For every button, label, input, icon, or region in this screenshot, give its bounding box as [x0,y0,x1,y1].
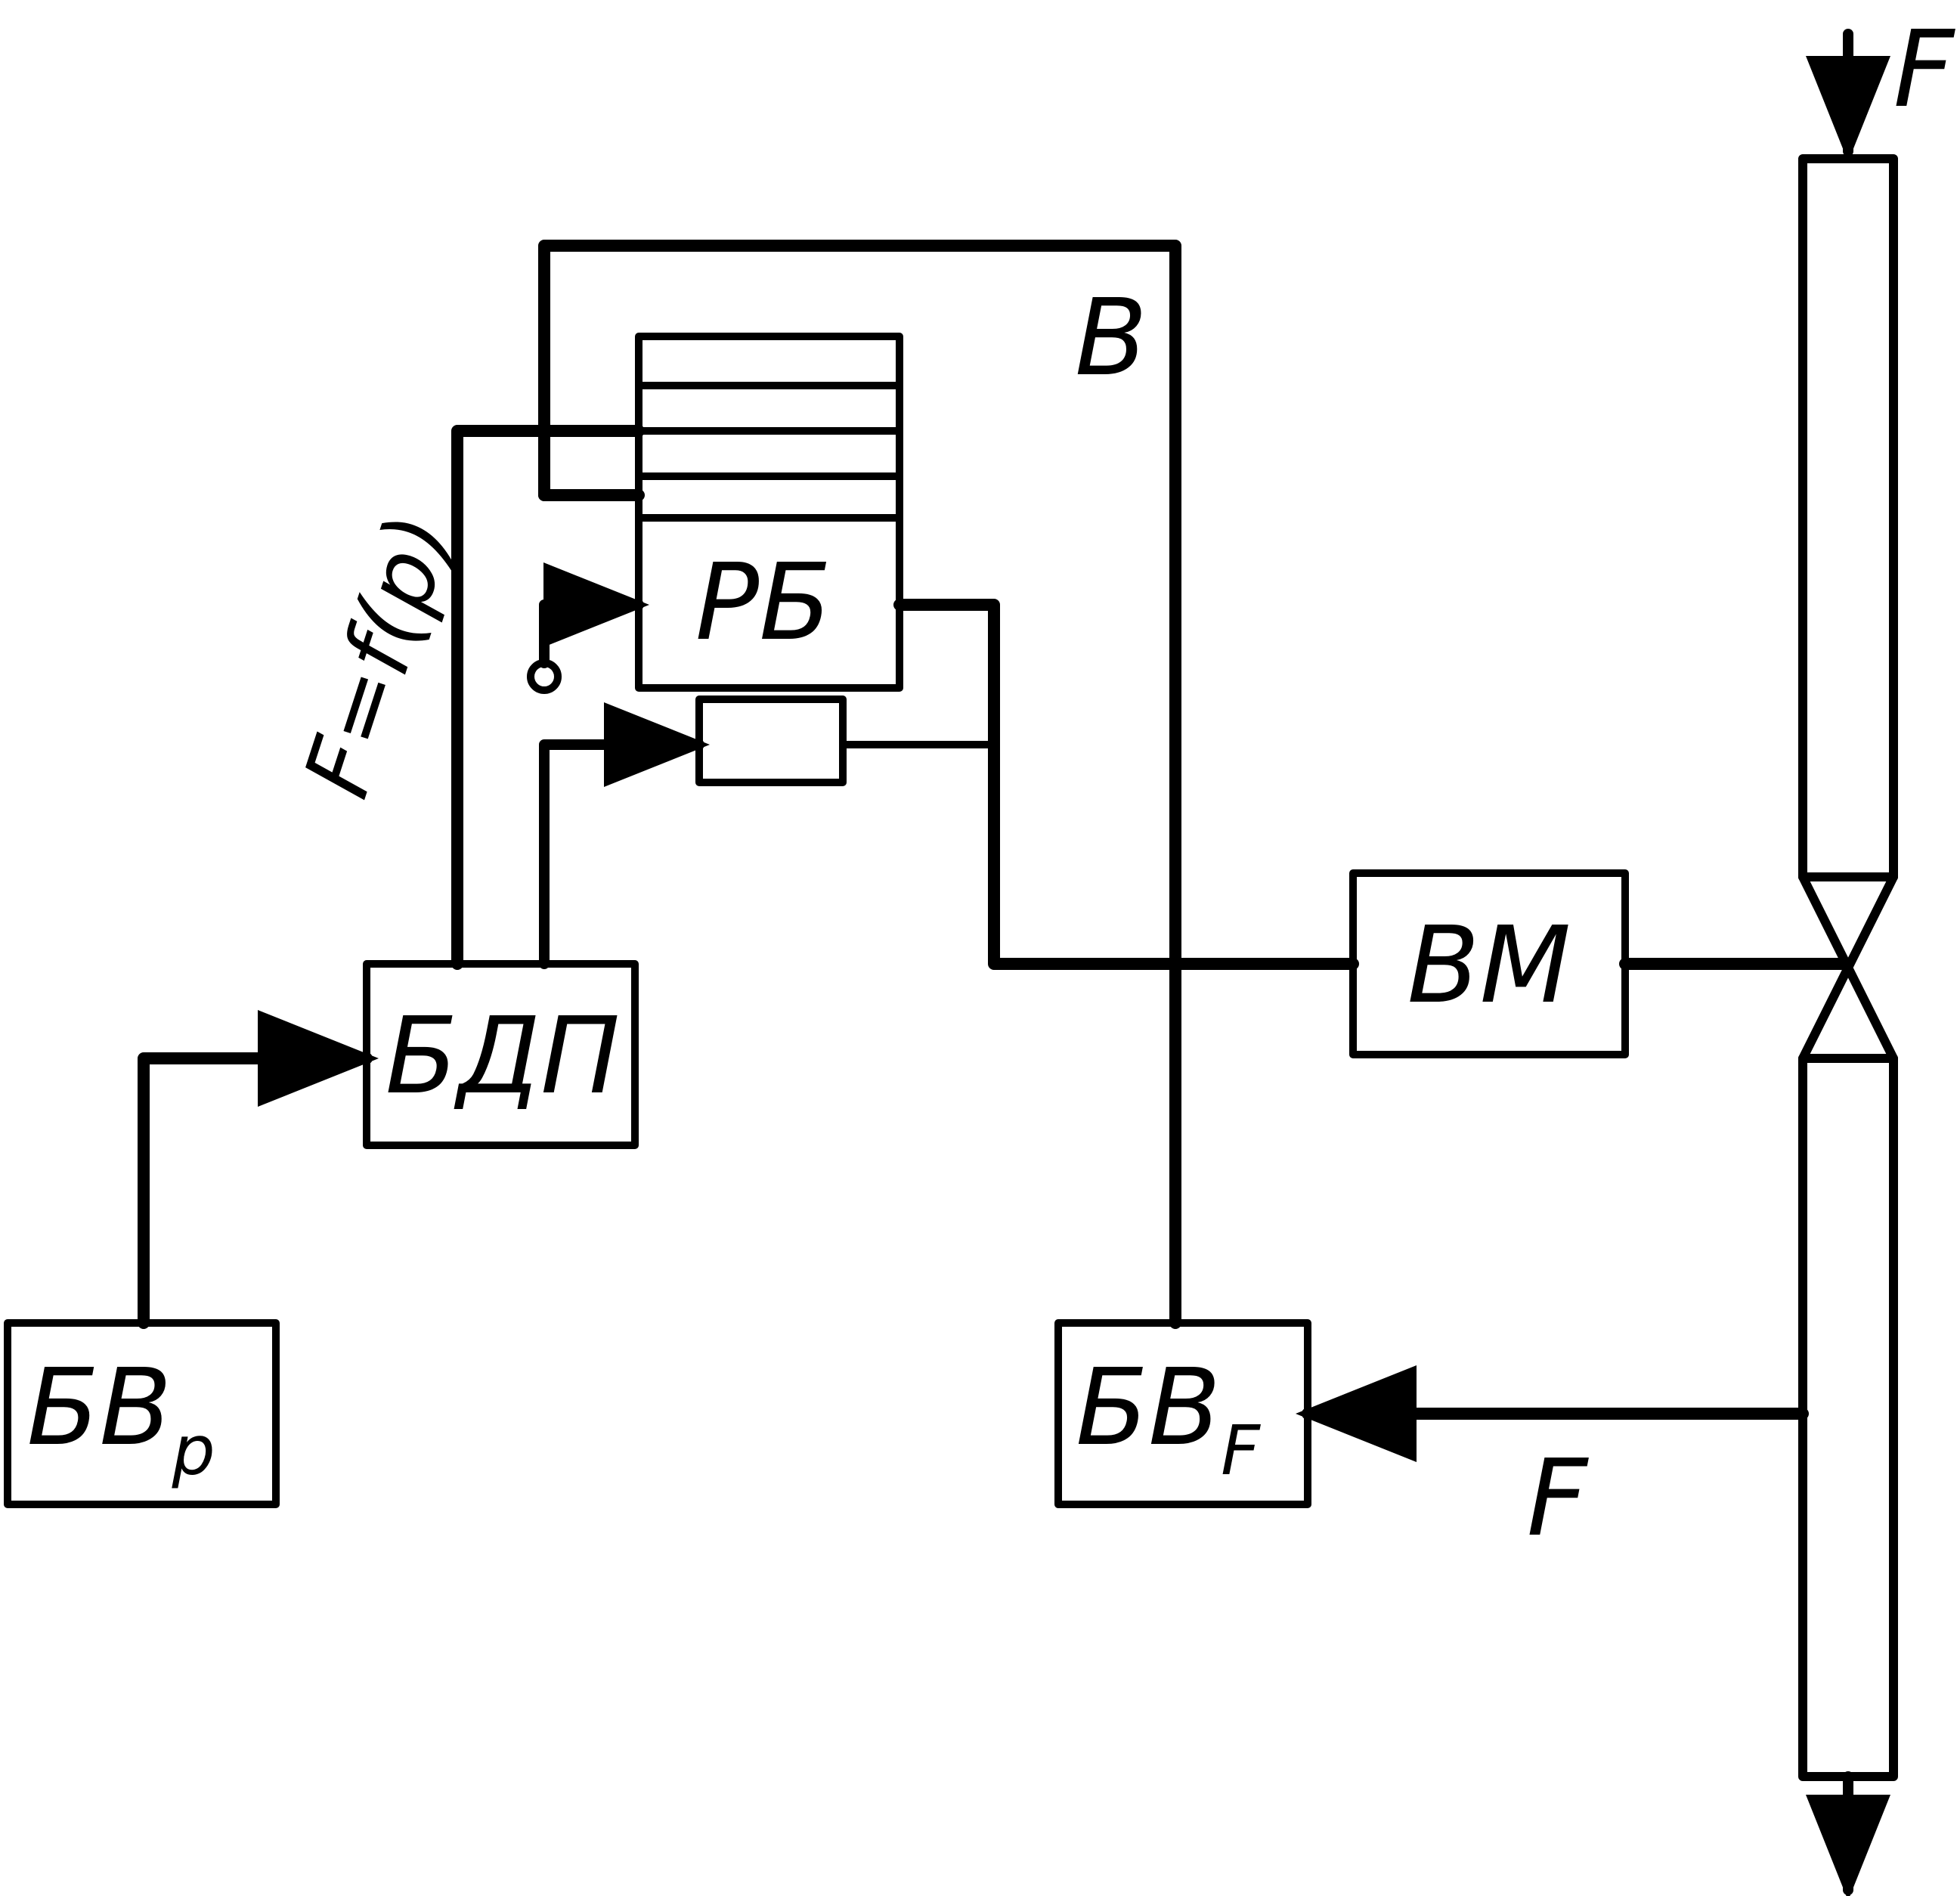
control-valve-symbol [1798,872,1898,1063]
label-flow-top: F [1893,8,1956,132]
bdp-label: БДП [385,995,621,1118]
b-signal-line [538,240,1181,1329]
label-formula: F=f(p) [284,503,473,810]
pipe-upper-section [1798,154,1898,881]
bvf-label: БВF [1076,1346,1261,1491]
rb-block: РБ [635,333,903,786]
setpoint-line [539,562,649,668]
rb-label: РБ [695,541,831,665]
bvp-label-sub: p [171,1411,215,1491]
rb-small-sub-block [695,696,847,786]
bvp-label: БВp [26,1346,215,1491]
bdp-to-rb-stack-line [451,425,645,970]
bvf-block: БВF [1054,1319,1311,1508]
pipe-lower-section [1798,1054,1898,1781]
bvp-block: БВp [4,1319,280,1508]
bvp-to-bdp-line [138,1010,379,1329]
bvp-label-main: БВ [26,1346,172,1470]
pipeline [1798,29,1898,1896]
rb-output-line [893,599,1359,970]
bm-label: ВМ [1407,904,1571,1027]
bvf-label-sub: F [1221,1411,1261,1491]
bdp-to-rb-sub-line [539,702,710,969]
bm-block: ВМ [1349,869,1629,1058]
bdp-block: БДП [363,960,639,1149]
bvf-label-main: БВ [1076,1346,1221,1470]
label-flow-side: F [1527,1437,1590,1560]
label-b: В [1075,277,1147,400]
rb-stack-frame [635,333,903,692]
